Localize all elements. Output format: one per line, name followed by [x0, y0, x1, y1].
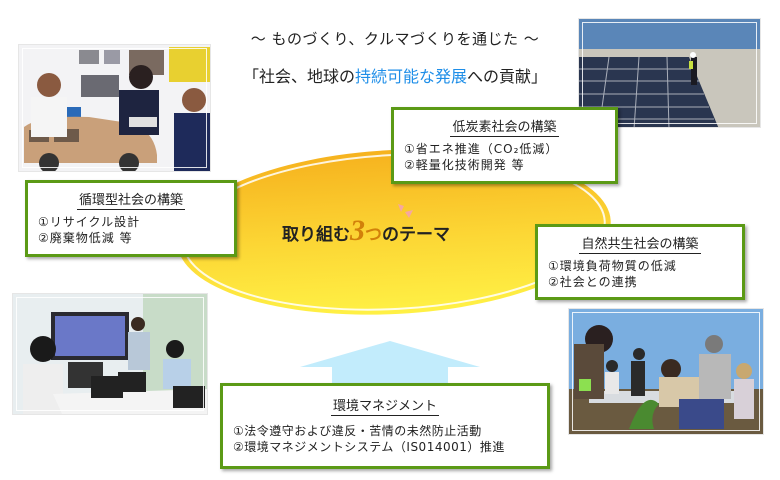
- sparkle-icon: [398, 204, 413, 218]
- center-title: 取り組む3つのテーマ: [282, 216, 502, 246]
- management-item: ②環境マネジメントシステム（IS014001）推進: [233, 440, 505, 454]
- management-title: 環境マネジメント: [233, 395, 537, 416]
- center-title-prefix: 取り組む: [282, 225, 350, 245]
- management-title-text: 環境マネジメント: [330, 399, 439, 416]
- header-main-highlight: 持続可能な発展: [354, 67, 467, 86]
- low-carbon-item: ②軽量化技術開発 等: [404, 158, 525, 172]
- header-main: 「社会、地球の持続可能な発展への貢献」: [230, 63, 560, 87]
- low-carbon-title: 低炭素社会の構築: [404, 116, 605, 137]
- recycling-item: ①リサイクル設計: [38, 215, 141, 229]
- recycling-title: 循環型社会の構築: [38, 189, 224, 210]
- center-title-number: 3: [350, 214, 365, 247]
- center-title-suffix: のテーマ: [382, 225, 450, 245]
- environmental-management-box: 環境マネジメント ①法令遵守および違反・苦情の未然防止活動 ②環境マネジメントシ…: [220, 383, 550, 469]
- header: ～ ものづくり、クルマづくりを通じた ～ 「社会、地球の持続可能な発展への貢献」: [230, 28, 560, 87]
- meeting-presentation-photo: [12, 293, 208, 415]
- header-subtitle: ～ ものづくり、クルマづくりを通じた ～: [250, 30, 540, 48]
- low-carbon-title-text: 低炭素社会の構築: [450, 120, 559, 137]
- low-carbon-society-box: 低炭素社会の構築 ①省エネ推進（CO₂低減） ②軽量化技術開発 等: [391, 107, 618, 184]
- low-carbon-item: ①省エネ推進（CO₂低減）: [404, 142, 559, 156]
- center-title-tsu: つ: [365, 225, 382, 245]
- management-item: ①法令遵守および違反・苦情の未然防止活動: [233, 424, 482, 438]
- tree-planting-photo: [568, 308, 764, 435]
- header-main-prefix: 「社会、地球の: [242, 67, 355, 86]
- recycling-title-text: 循環型社会の構築: [76, 193, 185, 210]
- nature-item: ①環境負荷物質の低減: [548, 259, 677, 273]
- nature-title-text: 自然共生社会の構築: [579, 237, 701, 254]
- nature-coexistence-box: 自然共生社会の構築 ①環境負荷物質の低減 ②社会との連携: [535, 224, 745, 300]
- nature-title: 自然共生社会の構築: [548, 233, 732, 254]
- recycling-item: ②廃棄物低減 等: [38, 231, 133, 245]
- recycling-society-box: 循環型社会の構築 ①リサイクル設計 ②廃棄物低減 等: [25, 180, 237, 257]
- car-design-team-photo: [18, 44, 211, 172]
- up-arrow-icon: [300, 341, 480, 385]
- header-main-suffix: への貢献」: [467, 67, 548, 86]
- nature-item: ②社会との連携: [548, 275, 638, 289]
